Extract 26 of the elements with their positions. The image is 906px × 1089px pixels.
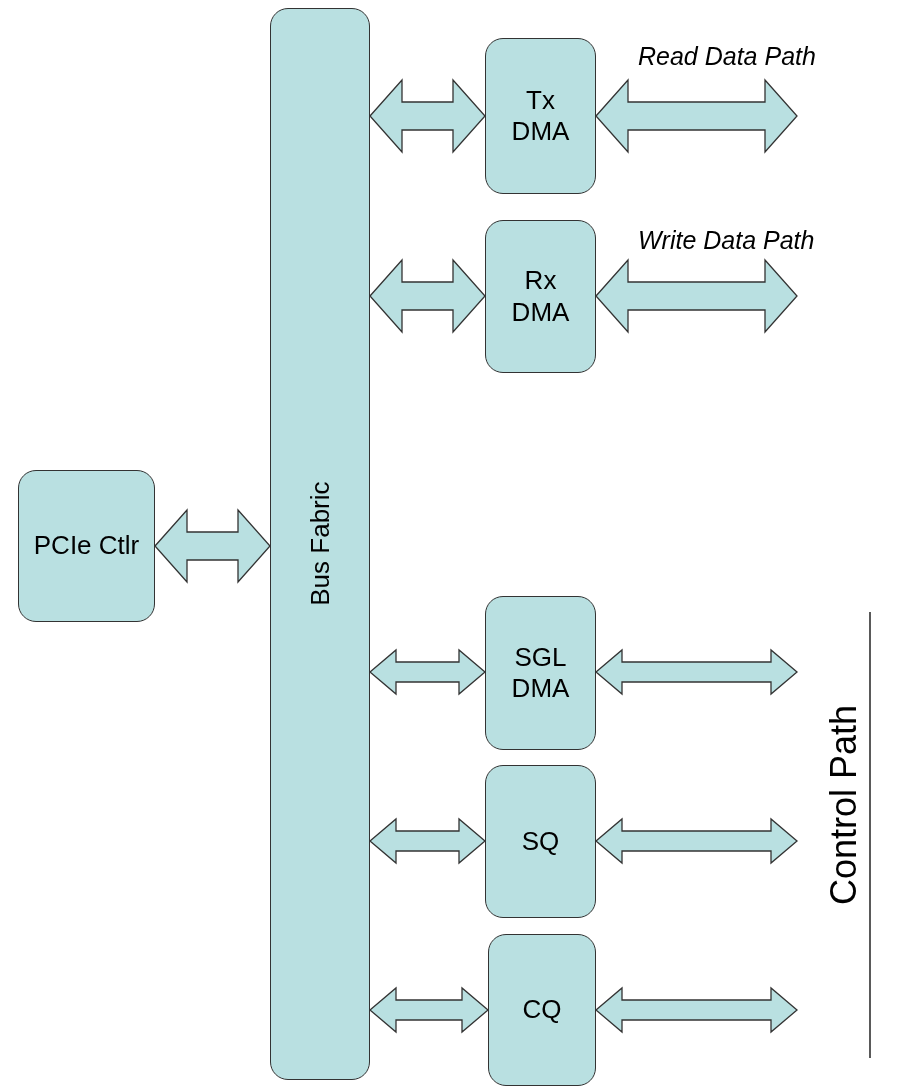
- process-box: [485, 765, 596, 918]
- node-label: Rx DMA: [510, 265, 571, 328]
- double-block-arrow: [369, 986, 489, 1034]
- double-block-arrow: [595, 78, 798, 154]
- node-label: Tx DMA: [510, 84, 571, 148]
- side-label: Control Path: [823, 704, 864, 906]
- node-label: SQ: [521, 825, 560, 858]
- node-label: Bus Fabric: [304, 481, 336, 607]
- process-box: [488, 934, 596, 1086]
- double-block-arrow: [369, 258, 486, 334]
- double-block-arrow: [369, 648, 486, 696]
- double-block-arrow: [154, 508, 271, 584]
- double-block-arrow: [595, 648, 798, 696]
- double-block-arrow: [595, 817, 798, 865]
- node-label: PCIe Ctlr: [33, 530, 140, 562]
- process-box: [18, 470, 155, 622]
- double-block-arrow: [369, 817, 486, 865]
- double-block-arrow: [369, 78, 486, 154]
- process-box: [485, 596, 596, 750]
- node-label: SGL DMA: [510, 641, 571, 705]
- process-box: [485, 220, 596, 373]
- double-block-arrow: [595, 258, 798, 334]
- bus-bar: [270, 8, 370, 1080]
- double-block-arrow: [595, 986, 798, 1034]
- process-box: [485, 38, 596, 194]
- node-label: CQ: [522, 994, 562, 1026]
